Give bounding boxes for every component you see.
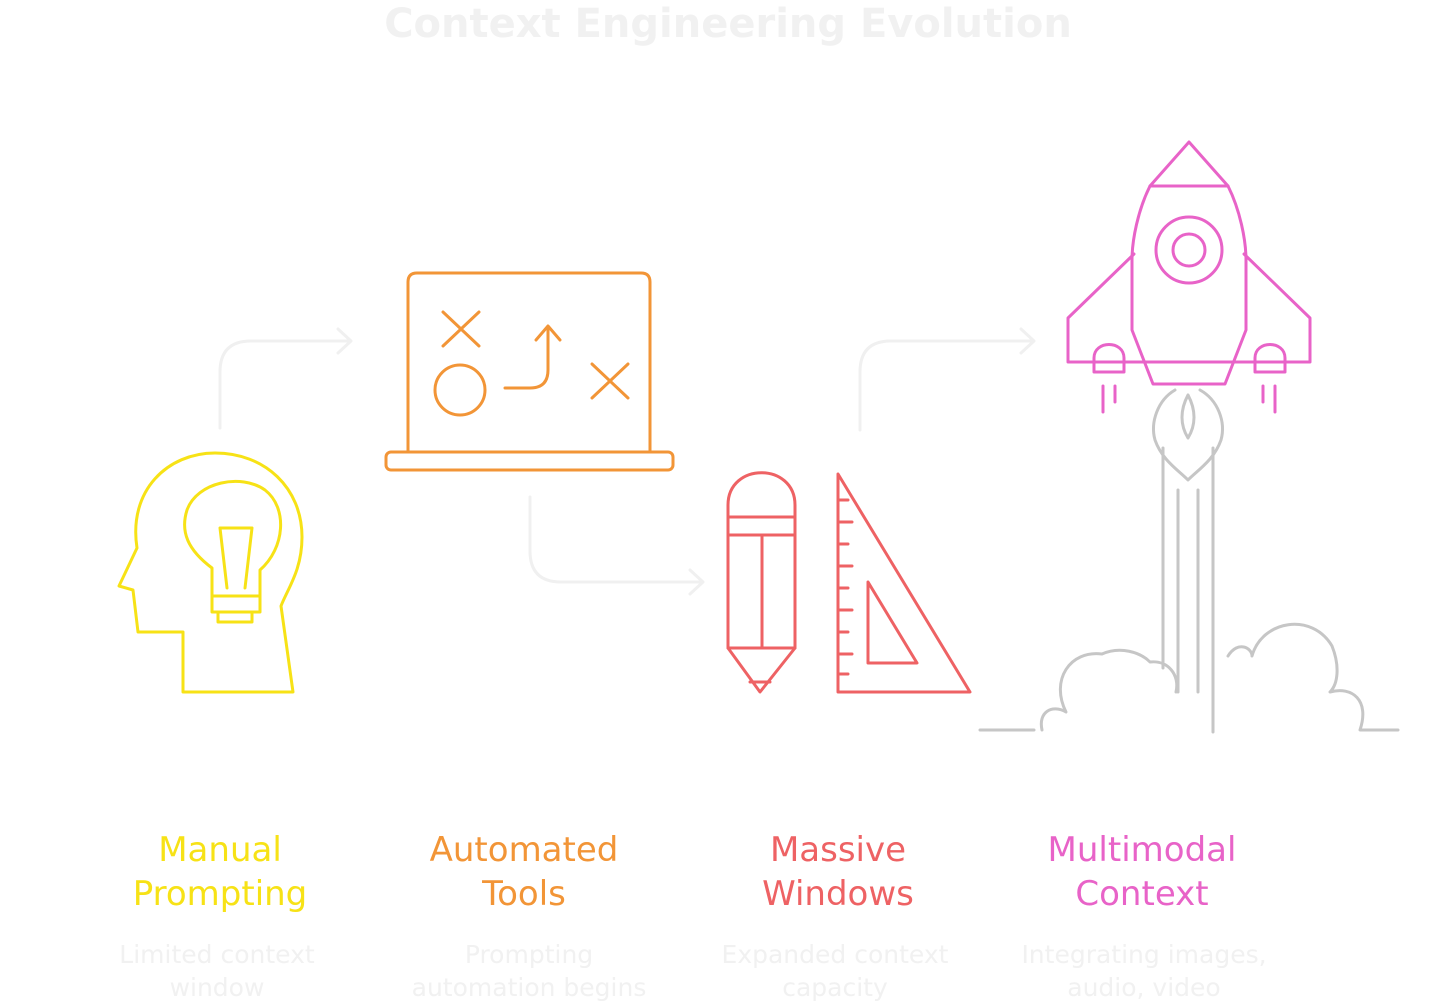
stage-4-title: Multimodal Context: [1047, 830, 1237, 914]
stage-1-description: Limited context window: [119, 940, 315, 1002]
stage-4-description: Integrating images, audio, video: [1021, 940, 1267, 1002]
diagram-title: Context Engineering Evolution: [384, 1, 1072, 47]
arrow-1-to-2: [218, 327, 353, 430]
head-lightbulb-icon: [117, 451, 304, 694]
stage-1-title: Manual Prompting: [132, 830, 308, 914]
strategy-board-icon: [384, 271, 675, 472]
connector-arrows: [218, 327, 1036, 596]
stage-3-description: Expanded context capacity: [721, 940, 949, 1002]
arrow-3-to-4: [858, 327, 1036, 432]
stage-2-title: Automated Tools: [429, 830, 619, 914]
arrow-2-to-3: [528, 495, 705, 596]
rocket-smoke: [978, 388, 1400, 734]
rocket-launch-icon: [978, 140, 1400, 734]
stage-3-title: Massive Windows: [762, 830, 914, 914]
stage-2-description: Prompting automation begins: [411, 940, 647, 1002]
pencil-ruler-icon: [726, 471, 972, 694]
